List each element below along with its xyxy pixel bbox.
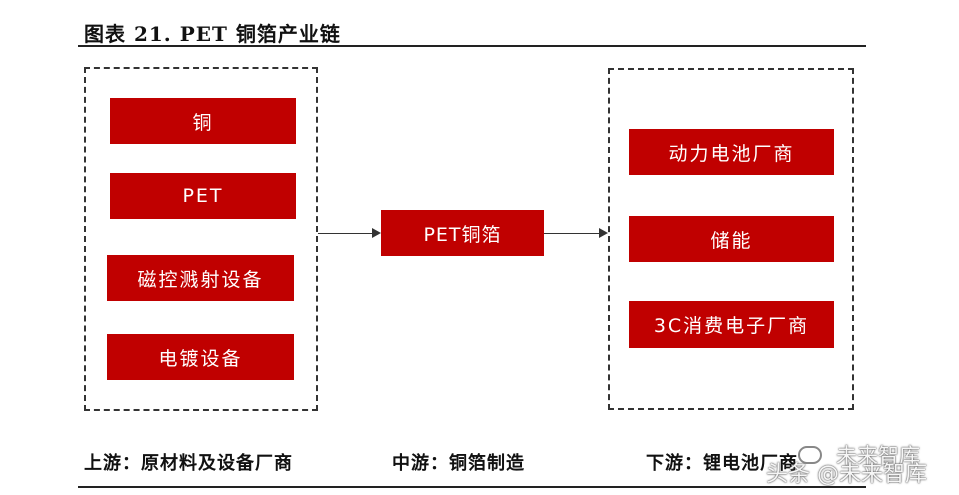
node-magnetron-sputtering-equipment: 磁控溅射设备 (107, 255, 294, 301)
downstream-group-box (608, 68, 854, 410)
stage-label-midstream: 中游：铜箔制造 (392, 453, 525, 474)
arrowhead-midstream-to-downstream (599, 228, 608, 238)
node-electroplating-equipment: 电镀设备 (107, 334, 294, 380)
node-3c-consumer-electronics-makers: 3C消费电子厂商 (629, 301, 834, 348)
node-pet-copper-foil: PET铜箔 (381, 210, 544, 256)
connector-midstream-to-downstream (544, 233, 600, 234)
wechat-icon (798, 446, 822, 464)
upstream-group-box (84, 67, 318, 411)
arrowhead-upstream-to-midstream (372, 228, 381, 238)
stage-label-upstream: 上游：原材料及设备厂商 (84, 453, 293, 474)
watermark-line1: 未来智库 (836, 444, 920, 468)
node-copper: 铜 (110, 98, 296, 144)
bottom-rule (78, 486, 866, 488)
figure-title: 图表 21. PET 铜箔产业链 (84, 22, 341, 46)
connector-upstream-to-midstream (318, 233, 373, 234)
node-power-battery-makers: 动力电池厂商 (629, 129, 834, 175)
node-energy-storage: 储能 (629, 216, 834, 262)
top-rule (78, 45, 866, 47)
watermark-line2: 头条 @未来智库 (766, 462, 927, 487)
stage-label-downstream: 下游：锂电池厂商 (646, 453, 798, 474)
node-pet: PET (110, 173, 296, 219)
